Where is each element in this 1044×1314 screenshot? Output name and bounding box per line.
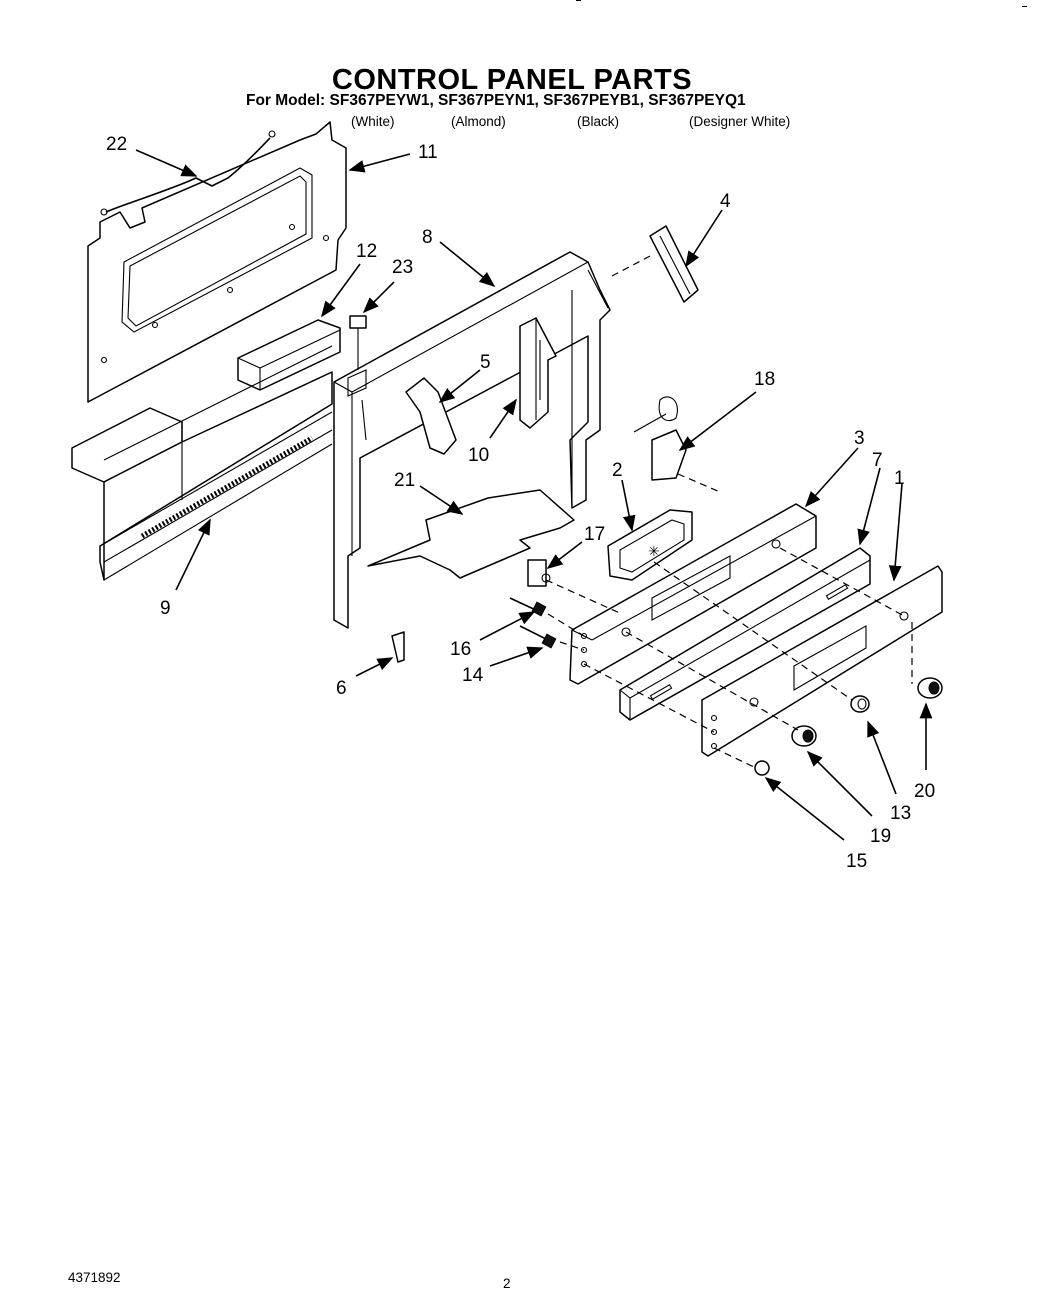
- callout-15: 15: [846, 851, 867, 872]
- callout-7: 7: [872, 450, 883, 471]
- part-2-display: ✳: [607, 509, 693, 581]
- part-4-end-cap: [649, 225, 699, 303]
- scan-mark: [1022, 6, 1027, 7]
- callout-21: 21: [394, 470, 415, 491]
- callout-9: 9: [160, 598, 171, 619]
- part-13-knob: [850, 695, 870, 713]
- part-9-vent-bracket: [71, 345, 333, 581]
- callout-labels: 22 11 12 23 8 4 5 10 18 3 7 1 21 2 17 16…: [106, 134, 935, 872]
- callout-5: 5: [480, 352, 491, 373]
- part-20-knob: [917, 677, 943, 699]
- part-6-clip: [391, 631, 405, 663]
- callout-19: 19: [870, 826, 891, 847]
- part-22-wire: [100, 130, 276, 216]
- part-23-clip: [349, 315, 367, 370]
- callout-6: 6: [336, 678, 347, 699]
- callout-10: 10: [468, 445, 489, 466]
- model-list: For Model: SF367PEYW1, SF367PEYN1, SF367…: [246, 92, 746, 109]
- callout-13: 13: [890, 803, 911, 824]
- callout-20: 20: [914, 781, 935, 802]
- callout-8: 8: [422, 227, 433, 248]
- callout-16: 16: [450, 639, 471, 660]
- color-label-black: (Black): [577, 114, 620, 129]
- part-17-switch: [527, 559, 551, 587]
- callout-17: 17: [584, 524, 605, 545]
- assembly-lines: [545, 255, 913, 769]
- callout-12: 12: [356, 241, 377, 262]
- part-1-front-panel: [701, 565, 943, 757]
- part-11-rear-panel: [87, 121, 347, 403]
- callout-1: 1: [894, 468, 905, 489]
- part-7-trim: [619, 547, 871, 721]
- part-3-back-plate: [569, 503, 817, 685]
- callout-4: 4: [720, 191, 731, 212]
- page-number: 2: [503, 1276, 511, 1291]
- part-16-screw: [509, 597, 547, 617]
- callout-23: 23: [392, 257, 413, 278]
- part-15-knob: [754, 760, 770, 776]
- part-14-screw: [519, 625, 557, 649]
- part-12-bracket: [237, 319, 341, 391]
- callout-11: 11: [418, 142, 438, 163]
- scan-mark: [576, 0, 581, 1]
- callout-14: 14: [462, 665, 484, 686]
- part-18-switch: [633, 396, 687, 481]
- document-number: 4371892: [68, 1270, 121, 1285]
- callout-3: 3: [854, 428, 865, 449]
- callout-2: 2: [612, 460, 623, 481]
- color-label-almond: (Almond): [451, 114, 506, 129]
- leader-lines: [135, 149, 933, 841]
- part-5-clip: [405, 377, 457, 455]
- color-label-designer-white: (Designer White): [689, 114, 791, 129]
- page-title: CONTROL PANEL PARTS: [331, 64, 693, 96]
- part-10-inner-bracket: [519, 317, 557, 429]
- callout-22: 22: [106, 134, 127, 155]
- part-21-shield: [367, 489, 575, 579]
- svg-text:✳: ✳: [648, 544, 660, 560]
- color-label-white: (White): [351, 114, 395, 129]
- part-19-knob: [791, 725, 817, 747]
- callout-18: 18: [754, 369, 775, 390]
